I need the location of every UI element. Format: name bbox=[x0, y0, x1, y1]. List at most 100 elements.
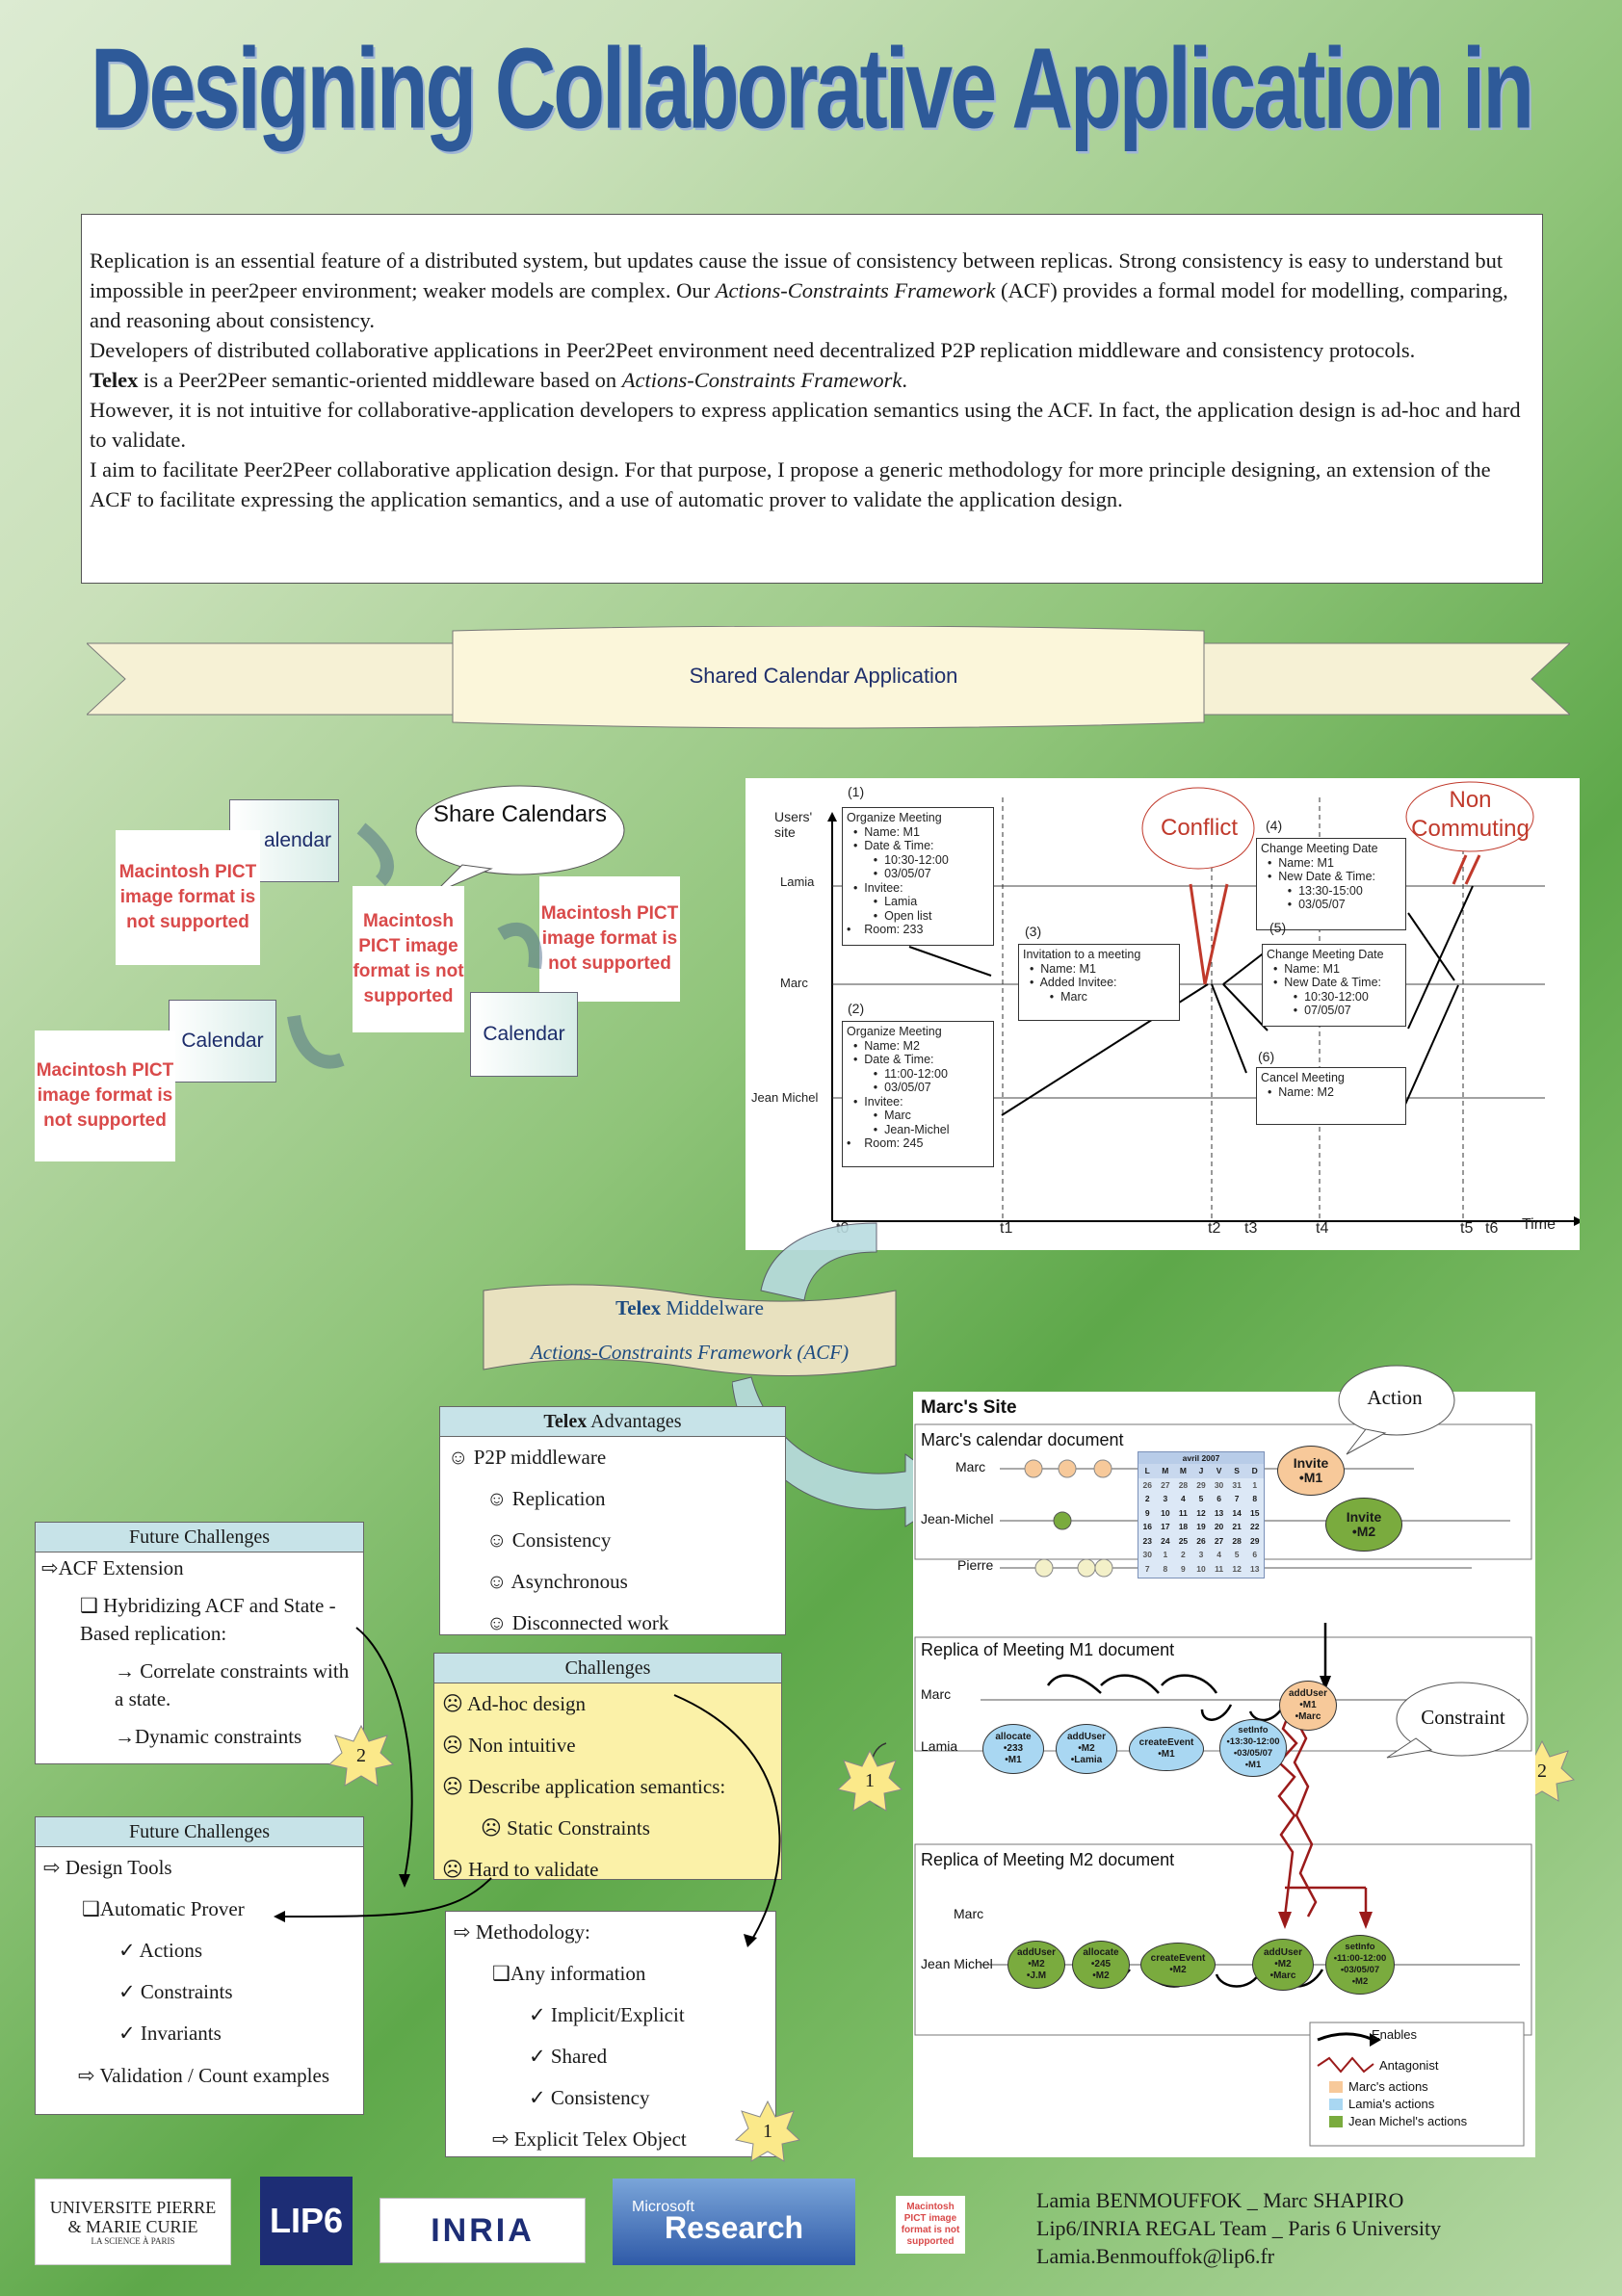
pict-placeholder-4: Macintosh PICT image format is not suppo… bbox=[35, 1031, 175, 1161]
calendar-day-cell[interactable]: 31 bbox=[1232, 1479, 1242, 1490]
calendar-day-cell[interactable]: 30 bbox=[1214, 1479, 1224, 1490]
action-bubble-label: Action bbox=[1367, 1386, 1423, 1409]
logo-microsoft-research: Microsoft Research bbox=[613, 2179, 855, 2265]
calendar-day-cell[interactable]: 8 bbox=[1252, 1494, 1258, 1503]
calendar-day-cell[interactable]: 3 bbox=[1163, 1494, 1168, 1503]
calendar-day-cell[interactable]: 14 bbox=[1232, 1507, 1242, 1518]
calendar-day-cell[interactable]: 21 bbox=[1232, 1522, 1242, 1531]
tick-t1: t1 bbox=[1000, 1220, 1013, 1237]
calendar-day-cell[interactable]: 11 bbox=[1178, 1507, 1188, 1518]
calendar-day-cell[interactable]: 10 bbox=[1196, 1563, 1206, 1574]
calendar-day-cell[interactable]: 29 bbox=[1196, 1479, 1206, 1490]
calendar-day-cell[interactable]: 2 bbox=[1144, 1494, 1150, 1503]
challenges-panel: Challenges ☹ Ad-hoc design ☹ Non intuiti… bbox=[433, 1653, 782, 1881]
calendar-day-cell[interactable]: 27 bbox=[1214, 1535, 1224, 1546]
calendar-day-cell[interactable]: 13 bbox=[1214, 1507, 1224, 1518]
box-cancel-meeting: Cancel Meeting • Name: M2 bbox=[1256, 1067, 1406, 1125]
calendar-day-cell[interactable]: 26 bbox=[1142, 1479, 1153, 1490]
calendar-day-cell[interactable]: 6 bbox=[1216, 1494, 1221, 1503]
conflict-label: Conflict bbox=[1160, 815, 1239, 841]
calendar-day-cell[interactable]: 3 bbox=[1198, 1550, 1204, 1559]
share-arrows bbox=[287, 822, 542, 1069]
logo-upmc: UNIVERSITE PIERRE & MARIE CURIE LA SCIEN… bbox=[35, 2179, 231, 2265]
calendar-day-cell[interactable]: 30 bbox=[1142, 1550, 1153, 1559]
calendar-day-cell[interactable]: 4 bbox=[1216, 1550, 1221, 1559]
calendar-day-cell[interactable]: 23 bbox=[1142, 1535, 1153, 1546]
step-4: (4) bbox=[1266, 818, 1283, 833]
advantage-p2p: ☺ P2P middleware bbox=[448, 1446, 607, 1469]
advantages-panel: Telex Advantages ☺ P2P middleware ☺ Repl… bbox=[439, 1406, 786, 1635]
methodology-consistency: ✓ Consistency bbox=[529, 2086, 650, 2109]
calendar-day-cell[interactable]: 24 bbox=[1161, 1535, 1170, 1546]
calendar-day-cell[interactable]: 1 bbox=[1163, 1550, 1168, 1559]
calendar-day-cell[interactable]: 13 bbox=[1249, 1563, 1260, 1574]
calendar-day-cell[interactable]: 28 bbox=[1232, 1535, 1242, 1546]
badge-2-left-label: 2 bbox=[356, 1745, 366, 1766]
calendar-day-cell[interactable]: 28 bbox=[1178, 1479, 1189, 1490]
mini-calendar-month: avril 2007 bbox=[1138, 1452, 1264, 1464]
calendar-day-cell[interactable]: 12 bbox=[1232, 1563, 1242, 1574]
badge-1-mid bbox=[836, 1749, 903, 1812]
calendar-day-cell[interactable]: 8 bbox=[1163, 1563, 1168, 1574]
future-2-prover: ❑Automatic Prover bbox=[82, 1897, 245, 1920]
calendar-day-header: S bbox=[1227, 1464, 1246, 1478]
calendar-doc-title: Marc's calendar document bbox=[921, 1430, 1124, 1449]
m2-row-jean-michel: Jean Michel bbox=[921, 1956, 993, 1971]
badge-2-left bbox=[327, 1724, 395, 1787]
calendar-day-cell[interactable]: 6 bbox=[1252, 1550, 1258, 1559]
step-2: (2) bbox=[848, 1001, 865, 1016]
calendar-day-cell[interactable]: 9 bbox=[1144, 1507, 1150, 1518]
calendar-day-cell[interactable]: 11 bbox=[1215, 1563, 1224, 1574]
future-2-constraints: ✓ Constraints bbox=[118, 1980, 233, 2003]
calendar-day-cell[interactable]: 7 bbox=[1144, 1563, 1150, 1574]
calendar-day-cell[interactable]: 17 bbox=[1161, 1522, 1170, 1531]
badge-2-right-label: 2 bbox=[1537, 1761, 1547, 1782]
advantage-consistency: ☺ Consistency bbox=[486, 1528, 612, 1552]
calendar-day-cell[interactable]: 27 bbox=[1161, 1479, 1170, 1490]
share-bubble bbox=[415, 785, 625, 895]
m2-node-adduser: addUser •M2 •J.M bbox=[1007, 1941, 1065, 1989]
calendar-day-cell[interactable]: 19 bbox=[1196, 1522, 1206, 1531]
future-2-invariants: ✓ Invariants bbox=[118, 2022, 222, 2045]
m1-node-adduser: addUser •M2 •Lamia bbox=[1056, 1724, 1117, 1774]
calendar-day-cell[interactable]: 18 bbox=[1178, 1522, 1189, 1531]
calendar-day-cell[interactable]: 10 bbox=[1161, 1507, 1170, 1518]
marcs-site-title: Marc's Site bbox=[921, 1397, 1017, 1418]
badge-1-mid-label: 1 bbox=[865, 1770, 875, 1791]
methodology-any-info: ❑Any information bbox=[492, 1962, 646, 1985]
legend-jm-actions: Jean Michel's actions bbox=[1348, 2114, 1468, 2128]
calendar-day-cell[interactable]: 7 bbox=[1234, 1494, 1240, 1503]
calendar-day-cell[interactable]: 29 bbox=[1249, 1535, 1260, 1546]
future-1-hybridizing: ❑ Hybridizing ACF and State -Based repli… bbox=[80, 1594, 336, 1645]
future-challenges-2: Future Challenges ⇨ Design Tools ❑Automa… bbox=[35, 1816, 364, 2115]
authors-email[interactable]: Lamia.Benmouffok@lip6.fr bbox=[1036, 2244, 1275, 2268]
calendar-day-cell[interactable]: 22 bbox=[1249, 1522, 1260, 1531]
intro-paragraph-3: Telex is a Peer2Peer semantic-oriented m… bbox=[90, 368, 907, 392]
calendar-day-cell[interactable]: 1 bbox=[1252, 1479, 1258, 1490]
non-commuting-label: Non Commuting bbox=[1411, 787, 1530, 842]
m2-node-setinfo: setInfo •11:00-12:00 •03/05/07 •M2 bbox=[1325, 1935, 1395, 1995]
advantage-replication: ☺ Replication bbox=[486, 1487, 606, 1510]
advantages-header: Telex Advantages bbox=[440, 1407, 785, 1437]
calendar-day-cell[interactable]: 5 bbox=[1234, 1550, 1240, 1559]
calendar-day-cell[interactable]: 5 bbox=[1198, 1494, 1204, 1503]
calendar-day-cell[interactable]: 26 bbox=[1196, 1535, 1206, 1546]
intro-box: Replication is an essential feature of a… bbox=[81, 214, 1543, 584]
calendar-day-cell[interactable]: 20 bbox=[1214, 1522, 1224, 1531]
step-1: (1) bbox=[848, 784, 865, 799]
calendar-day-cell[interactable]: 15 bbox=[1249, 1507, 1260, 1518]
calendar-day-cell[interactable]: 25 bbox=[1178, 1535, 1189, 1546]
calendar-day-cell[interactable]: 2 bbox=[1181, 1550, 1186, 1559]
constraint-bubble bbox=[1386, 1682, 1529, 1759]
calendar-day-cell[interactable]: 9 bbox=[1181, 1563, 1186, 1574]
calendar-day-header: D bbox=[1245, 1464, 1264, 1478]
m1-node-createevent: createEvent •M1 bbox=[1129, 1727, 1204, 1771]
step-3: (3) bbox=[1025, 924, 1042, 939]
m2-node-createevent: createEvent •M2 bbox=[1140, 1943, 1216, 1987]
calendar-day-cell[interactable]: 12 bbox=[1196, 1507, 1206, 1518]
row-jean-michel: Jean-Michel bbox=[921, 1511, 994, 1526]
tick-t5: t5 bbox=[1460, 1220, 1474, 1237]
calendar-day-cell[interactable]: 4 bbox=[1181, 1494, 1186, 1503]
calendar-day-cell[interactable]: 16 bbox=[1142, 1522, 1153, 1531]
